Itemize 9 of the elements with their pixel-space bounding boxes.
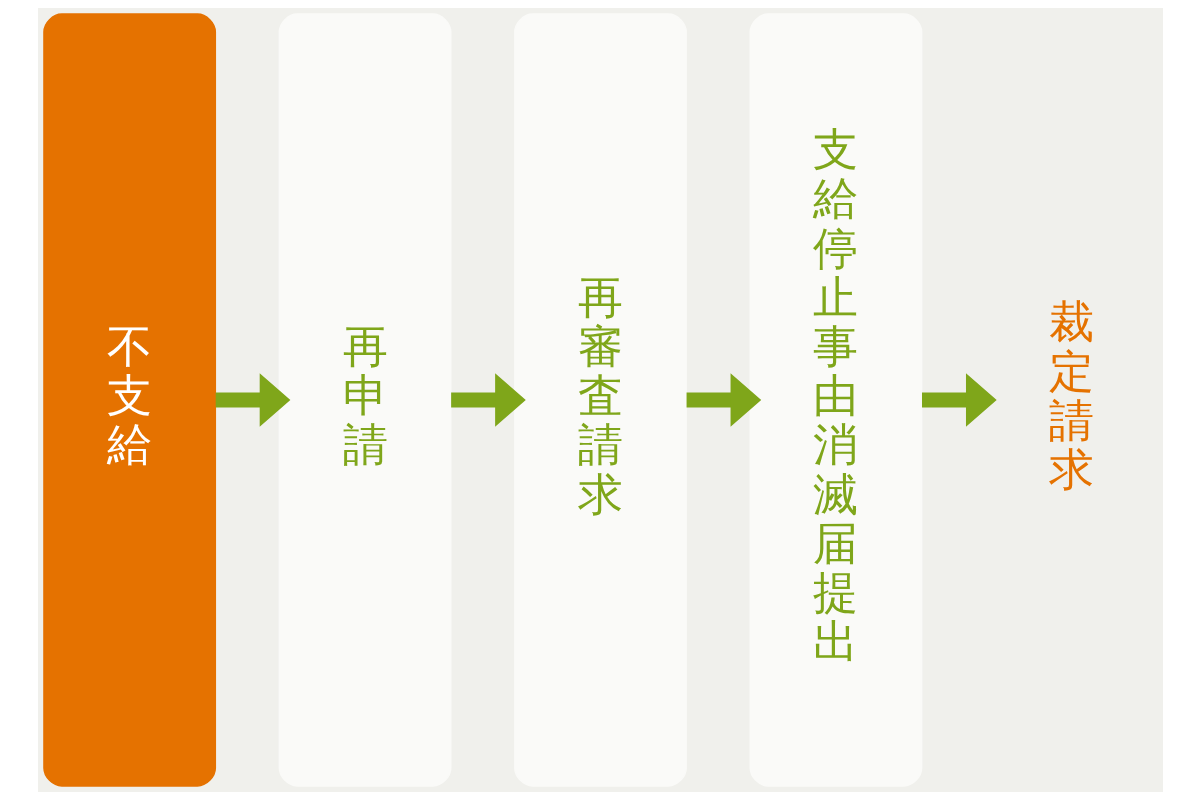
- node-box: 再審査請求: [513, 13, 687, 787]
- node-box: 不支給: [42, 13, 216, 787]
- node-box: 再申請: [278, 13, 451, 787]
- node-box: 支給停止事由消滅届提出: [749, 13, 922, 787]
- arrow: [215, 373, 290, 427]
- arrow: [686, 373, 761, 427]
- arrow: [921, 373, 997, 427]
- node-text: 裁定請求: [1048, 296, 1094, 496]
- arrow: [450, 373, 526, 427]
